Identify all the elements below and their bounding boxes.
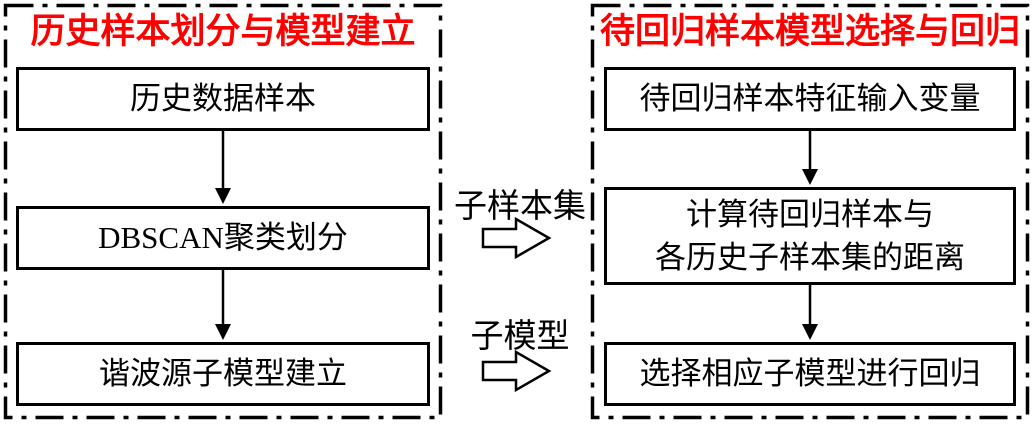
flow-box-distance-calculation: 计算待回归样本与 各历史子样本集的距离 — [604, 187, 1016, 285]
block-arrow-right-icon — [481, 349, 552, 393]
flow-box-feature-input: 待回归样本特征输入变量 — [604, 67, 1016, 131]
flow-box-label: DBSCAN聚类划分 — [98, 220, 348, 256]
flow-box-label: 待回归样本特征输入变量 — [639, 81, 981, 117]
flow-box-harmonic-submodel: 谐波源子模型建立 — [16, 342, 430, 406]
right-panel-title: 待回归样本模型选择与回归 — [599, 12, 1020, 51]
panel-regression-selection: 待回归样本模型选择与回归 待回归样本特征输入变量 计算待回归样本与 各历史子样本… — [591, 4, 1029, 419]
flow-box-submodel-regression: 选择相应子模型进行回归 — [604, 342, 1016, 406]
flow-box-historical-data-sample: 历史数据样本 — [16, 67, 430, 131]
connector-label-subsample-set: 子样本集 — [454, 189, 586, 225]
flow-box-label: 历史数据样本 — [130, 81, 316, 117]
left-panel-title: 历史样本划分与模型建立 — [30, 12, 416, 51]
flow-box-label-line1: 计算待回归样本与 — [686, 196, 934, 232]
connector-label-submodel: 子模型 — [470, 319, 570, 355]
flow-box-label: 谐波源子模型建立 — [99, 356, 347, 392]
flow-box-label: 选择相应子模型进行回归 — [639, 356, 981, 392]
flow-box-dbscan-clustering: DBSCAN聚类划分 — [16, 206, 430, 270]
flow-box-label-line2: 各历史子样本集的距离 — [655, 240, 965, 275]
panel-history-model: 历史样本划分与模型建立 历史数据样本 DBSCAN聚类划分 谐波源子模型建立 — [4, 4, 442, 419]
